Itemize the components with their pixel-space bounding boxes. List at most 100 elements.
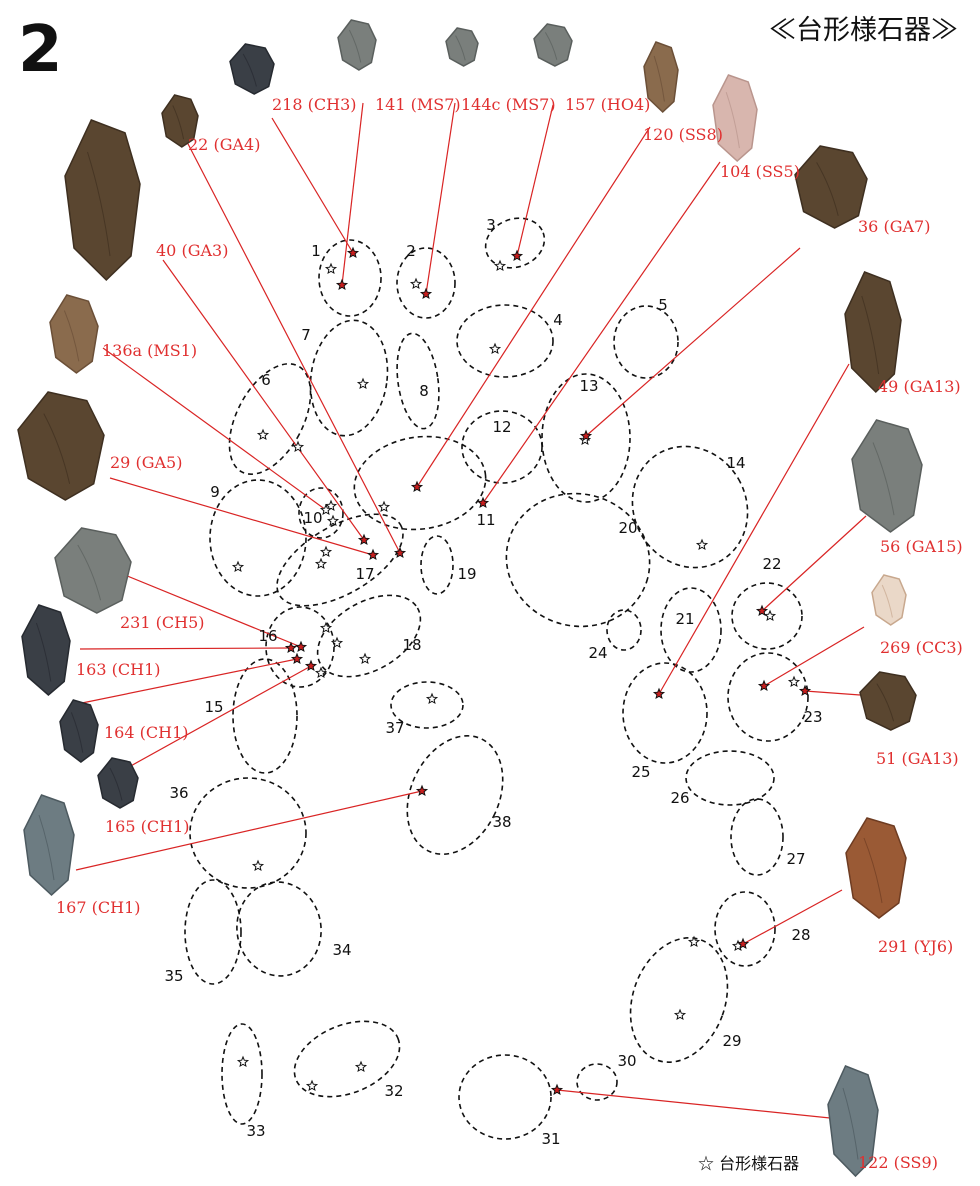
cluster-outline <box>222 1024 262 1124</box>
cluster-number: 15 <box>204 698 223 716</box>
tool-star <box>495 261 505 270</box>
leader-line <box>517 105 553 256</box>
cluster-number: 29 <box>722 1032 741 1050</box>
cluster-outline <box>623 663 707 763</box>
cluster-number-labels: 1234567891011121314151617181920212223242… <box>164 216 822 1148</box>
cluster-number: 2 <box>406 242 416 260</box>
cluster-number: 33 <box>246 1122 265 1140</box>
artifact-photo <box>852 420 922 532</box>
cluster-outline <box>231 877 327 982</box>
cluster-number: 30 <box>617 1052 636 1070</box>
cluster-number: 9 <box>210 483 220 501</box>
cluster-number: 24 <box>588 644 607 662</box>
cluster-number: 6 <box>261 371 271 389</box>
cluster-number: 27 <box>786 850 805 868</box>
tool-star <box>321 623 331 632</box>
cluster-number: 35 <box>164 967 183 985</box>
leader-line <box>417 127 650 487</box>
cluster-outline <box>661 588 721 672</box>
cluster-number: 37 <box>385 719 404 737</box>
tool-star <box>358 379 368 388</box>
cluster-number: 21 <box>675 610 694 628</box>
cluster-number: 26 <box>670 789 689 807</box>
cluster-outline <box>731 799 783 875</box>
cluster-outline <box>728 653 808 741</box>
cluster-number: 5 <box>658 296 668 314</box>
specimen-label: 163 (CH1) <box>76 660 160 679</box>
artifact-photos <box>18 20 922 1176</box>
specimen-label: 167 (CH1) <box>56 898 140 917</box>
tool-star-marked <box>359 535 369 544</box>
specimen-label: 165 (CH1) <box>105 817 189 836</box>
cluster-outline <box>392 331 445 432</box>
tool-star <box>326 264 336 273</box>
specimen-label: 291 (YJ6) <box>878 937 953 956</box>
leader-line <box>764 627 864 686</box>
cluster-number: 13 <box>579 377 598 395</box>
cluster-outline <box>190 778 306 888</box>
specimen-label: 104 (SS5) <box>720 162 800 181</box>
tool-star-marked <box>654 689 664 698</box>
tool-star-marked <box>368 550 378 559</box>
cluster-number: 11 <box>476 511 495 529</box>
cluster-number: 36 <box>169 784 188 802</box>
tool-star <box>258 430 268 439</box>
tool-star-marked <box>512 251 522 260</box>
cluster-outline <box>210 480 306 596</box>
specimen-label: 36 (GA7) <box>858 217 930 236</box>
leader-line <box>80 648 291 649</box>
artifact-photo <box>65 120 140 280</box>
specimen-label: 40 (GA3) <box>156 241 228 260</box>
specimen-label: 218 (CH3) <box>272 95 356 114</box>
tool-star <box>328 516 338 525</box>
artifact-photo <box>50 295 98 373</box>
cluster-outline <box>607 610 641 650</box>
tool-star <box>356 1062 366 1071</box>
cluster-number: 25 <box>631 763 650 781</box>
tool-star <box>490 344 500 353</box>
leader-line <box>557 1090 830 1118</box>
tool-star <box>332 638 342 647</box>
cluster-outline <box>389 720 521 870</box>
tool-star <box>765 611 775 620</box>
cluster-outline <box>262 496 417 625</box>
cluster-outline <box>233 659 297 773</box>
cluster-outline <box>611 425 770 588</box>
leader-line <box>805 691 860 695</box>
specimen-label: 49 (GA13) <box>878 377 961 396</box>
tool-star <box>427 694 437 703</box>
specimen-label: 122 (SS9) <box>858 1153 938 1172</box>
specimen-label: 144c (MS7) <box>461 95 556 114</box>
leader-line <box>659 364 849 694</box>
cluster-outline <box>303 315 394 440</box>
cluster-number: 19 <box>457 565 476 583</box>
tool-star <box>697 540 707 549</box>
cluster-number: 7 <box>301 326 311 344</box>
tool-star-marked <box>552 1085 562 1094</box>
cluster-number: 10 <box>303 509 322 527</box>
specimen-label: 22 (GA4) <box>188 135 260 154</box>
cluster-number: 23 <box>803 708 822 726</box>
cluster-number: 16 <box>258 627 277 645</box>
cluster-outline <box>457 305 553 377</box>
cluster-outline <box>686 751 774 805</box>
tool-star <box>238 1057 248 1066</box>
cluster-number: 14 <box>726 454 745 472</box>
cluster-number: 20 <box>618 519 637 537</box>
tool-star-marked <box>417 786 427 795</box>
tool-star <box>316 559 326 568</box>
cluster-number: 32 <box>384 1082 403 1100</box>
cluster-number: 8 <box>419 382 429 400</box>
tool-star-marked <box>306 661 316 670</box>
legend-star-icon: ☆ <box>698 1154 714 1173</box>
artifact-photo <box>98 758 138 808</box>
artifact-photo <box>338 20 376 70</box>
specimen-label: 157 (HO4) <box>565 95 650 114</box>
cluster-outline <box>459 1055 551 1139</box>
leader-line <box>163 260 364 540</box>
tool-star <box>233 562 243 571</box>
leader-line <box>586 248 800 436</box>
legend: ☆ 台形様石器 <box>698 1150 799 1174</box>
tool-star <box>379 502 389 511</box>
